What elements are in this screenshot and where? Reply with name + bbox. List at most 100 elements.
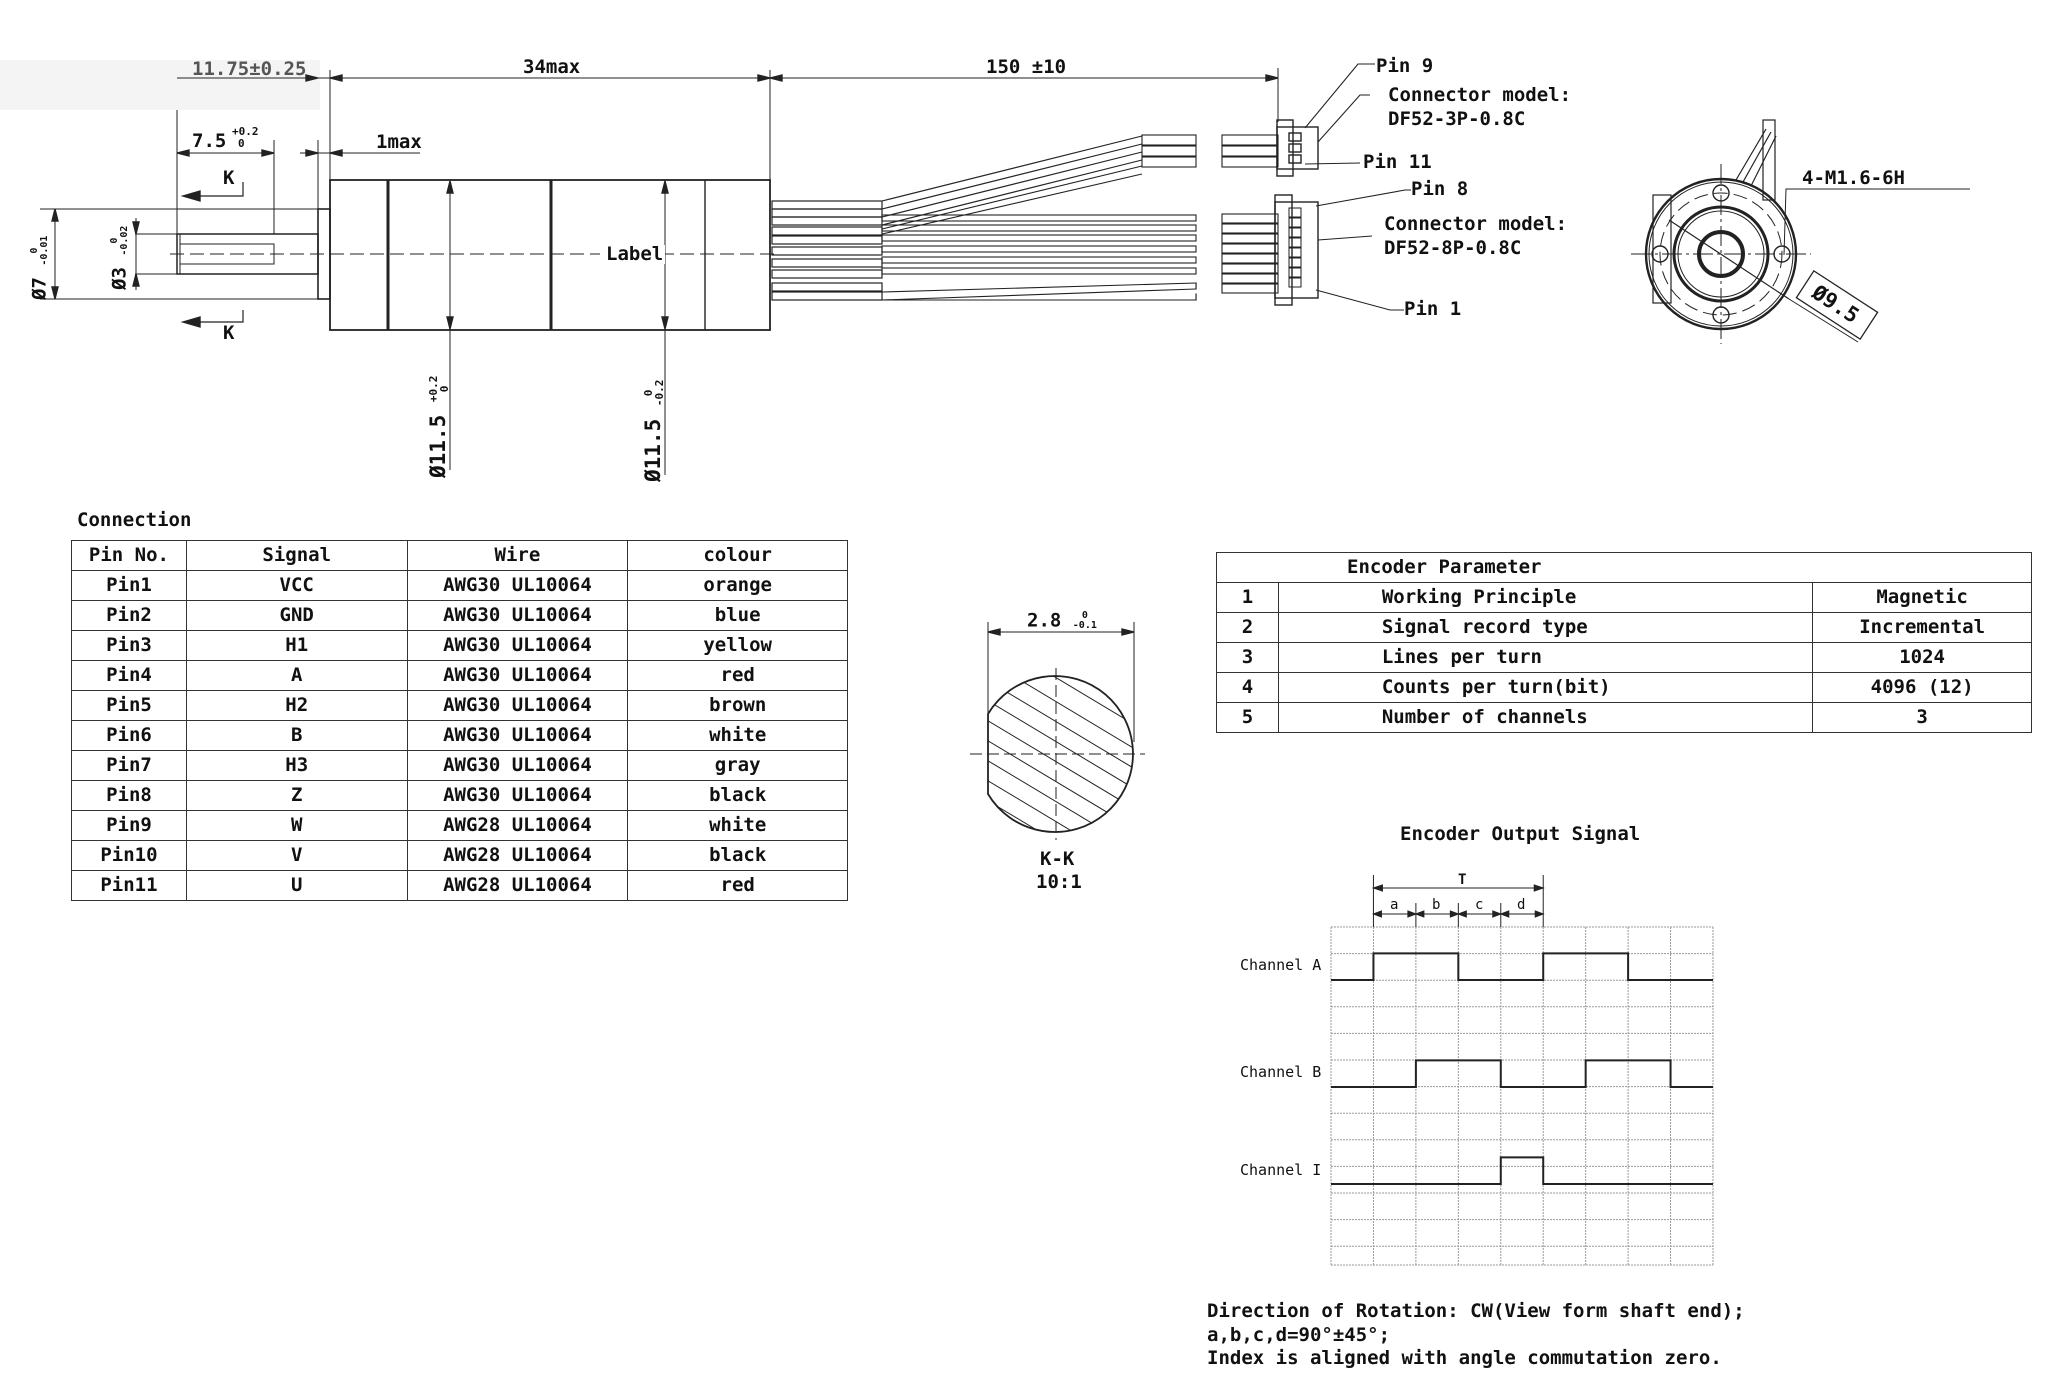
wire: AWG28 UL10064 [406, 870, 629, 901]
shaft-flat-length-tol-upper: +0.2 [232, 125, 259, 138]
body-diameter-2-dimension: Ø11.5 0 -0.2 [641, 379, 666, 482]
wire: AWG30 UL10064 [406, 720, 629, 751]
header-pin-no: Pin No. [71, 540, 187, 571]
pin-no: Pin2 [71, 600, 187, 631]
param-index: 4 [1216, 672, 1279, 703]
signal: H1 [185, 630, 408, 661]
body-diameter-2-value: Ø11.5 [641, 418, 665, 482]
connector-8p-pin-bottom: Pin 1 [1404, 298, 1462, 320]
signal: U [185, 870, 408, 901]
colour: white [627, 720, 848, 751]
section-scale: 10:1 [1036, 871, 1082, 893]
wire: AWG30 UL10064 [406, 750, 629, 781]
colour: blue [627, 600, 848, 631]
param-index: 2 [1216, 612, 1279, 643]
connector-3p-model-label: Connector model: [1388, 84, 1572, 106]
wire: AWG30 UL10064 [406, 690, 629, 721]
section-marker-top: K [223, 167, 235, 189]
signal: VCC [185, 570, 408, 601]
param-value: Magnetic [1812, 582, 2032, 613]
segment-label-c: c [1475, 897, 1484, 913]
shaft-flat-length-dimension: 7.5 [192, 130, 227, 152]
param-value: 1024 [1812, 642, 2032, 673]
section-title: K-K [1040, 848, 1075, 870]
colour: black [627, 840, 848, 871]
flange-offset-dimension: 11.75±0.25 [192, 58, 307, 80]
note-index: Index is aligned with angle commutation … [1207, 1347, 1722, 1369]
note-phase: a,b,c,d=90°±45°; [1207, 1323, 1391, 1346]
flange-thickness-dimension: 1max [376, 131, 422, 153]
connection-table-title: Connection [77, 509, 192, 531]
shaft-flat-length-tol-lower: 0 [238, 137, 245, 150]
colour: red [627, 870, 848, 901]
param-name: Signal record type [1277, 612, 1814, 643]
pin-no: Pin8 [71, 780, 187, 811]
param-value: 4096 (12) [1812, 672, 2032, 703]
param-name: Lines per turn [1277, 642, 1814, 673]
signal: H3 [185, 750, 408, 781]
body-label: Label [604, 243, 666, 265]
connector-8p-model-label: Connector model: [1384, 213, 1568, 235]
signal: A [185, 660, 408, 691]
body-diameter-1-tol-lower: 0 [438, 385, 451, 393]
colour: white [627, 810, 848, 841]
signal: B [185, 720, 408, 751]
channel-i-label: Channel I [1240, 1161, 1322, 1179]
pin-no: Pin7 [71, 750, 187, 781]
shaft-diameter-dimension: Ø3 0 -0.02 [109, 225, 131, 290]
connector-3p-pin-bottom: Pin 11 [1363, 151, 1432, 173]
colour: brown [627, 690, 848, 721]
connector-8p-pin-top: Pin 8 [1411, 178, 1469, 200]
signal: H2 [185, 690, 408, 721]
signal: GND [185, 600, 408, 631]
wire: AWG28 UL10064 [406, 840, 629, 871]
connection-table-header: Pin No. Signal Wire colour [71, 540, 848, 571]
wire: AWG30 UL10064 [406, 780, 629, 811]
wire: AWG30 UL10064 [406, 570, 629, 601]
flange-diameter-dimension: Ø7 0 -0.01 [28, 235, 51, 300]
connector-3p-pin-top: Pin 9 [1376, 55, 1434, 77]
header-wire: Wire [406, 540, 629, 571]
signal: W [185, 810, 408, 841]
segment-label-d: d [1517, 897, 1526, 913]
wire: AWG30 UL10064 [406, 600, 629, 631]
shaft-diameter-tol-lower: -0.02 [119, 225, 130, 256]
flange-diameter-value: Ø7 [28, 277, 51, 300]
wire: AWG30 UL10064 [406, 660, 629, 691]
section-flat-width-tol-upper: 0 [1081, 610, 1088, 621]
header-colour: colour [627, 540, 848, 571]
param-name: Counts per turn(bit) [1277, 672, 1814, 703]
param-name: Number of channels [1277, 702, 1814, 733]
pin-no: Pin4 [71, 660, 187, 691]
body-diameter-1-value: Ø11.5 [426, 414, 450, 478]
body-length-dimension: 34max [523, 56, 581, 78]
waveform-channel-b [1331, 1059, 1713, 1088]
param-index: 3 [1216, 642, 1279, 673]
signal: Z [185, 780, 408, 811]
signal-timing-chart [1330, 875, 1714, 1266]
pin-no: Pin11 [71, 870, 187, 901]
body-diameter-2-tol-lower: -0.2 [653, 379, 666, 407]
section-flat-width-tol-lower: -0.1 [1072, 620, 1097, 631]
colour: red [627, 660, 848, 691]
pin-no: Pin10 [71, 840, 187, 871]
colour: yellow [627, 630, 848, 661]
pin-no: Pin9 [71, 810, 187, 841]
encoder-table-header: Encoder Parameter [1216, 552, 2032, 583]
signal: V [185, 840, 408, 871]
flange-diameter-tol-lower: -0.01 [39, 235, 50, 266]
segment-label-b: b [1432, 897, 1441, 913]
section-marker-bottom: K [223, 322, 235, 344]
param-name: Working Principle [1277, 582, 1814, 613]
